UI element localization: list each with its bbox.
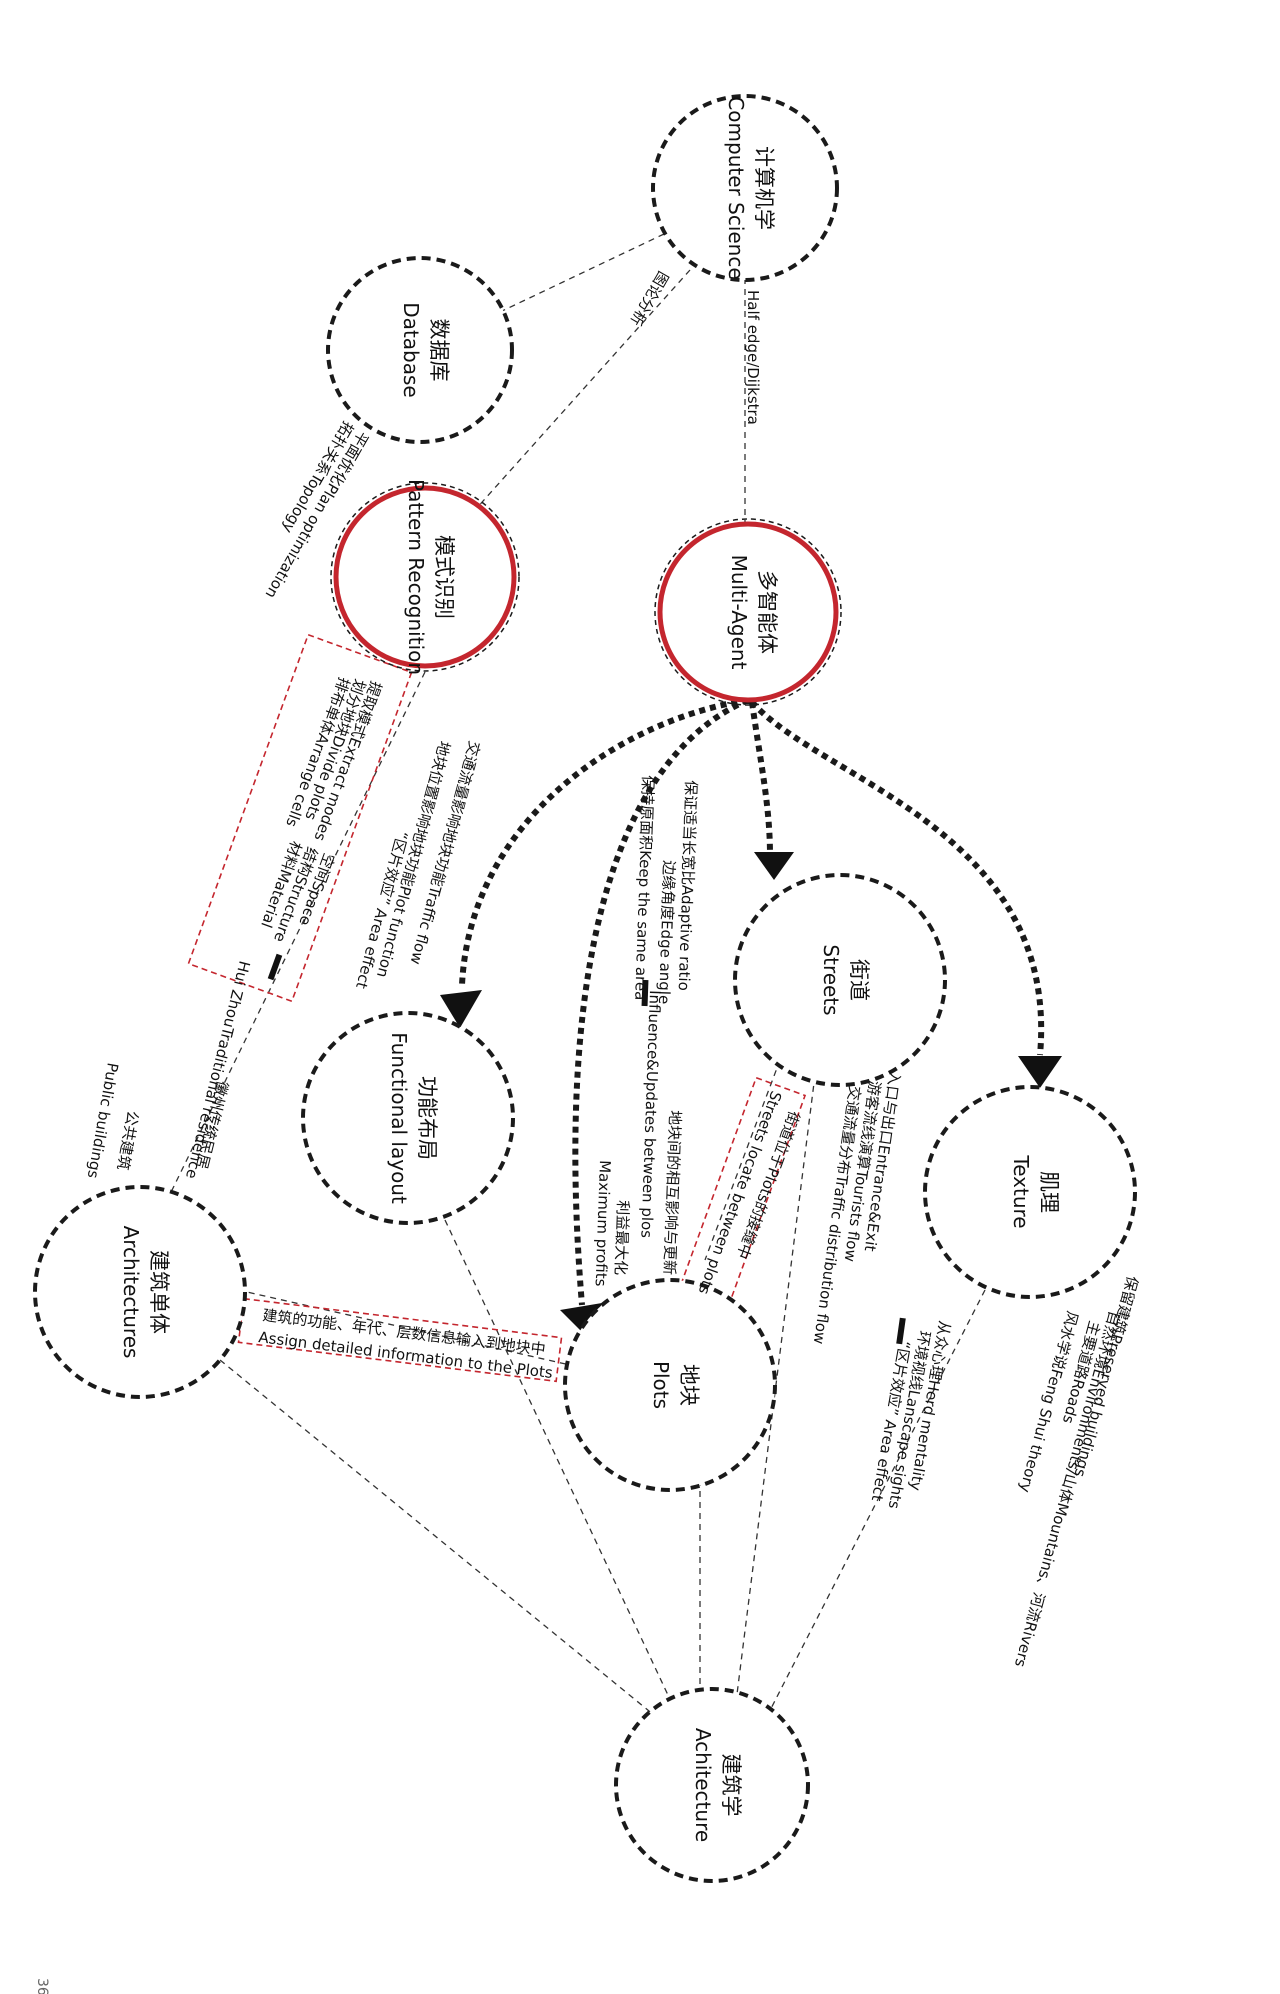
link-pattern-architectures <box>154 671 426 1226</box>
flow-to-streets <box>749 701 773 856</box>
node-texture[interactable]: 肌理 Texture <box>923 1085 1137 1299</box>
node-architectures[interactable]: 建筑单体 Architectures <box>33 1185 247 1399</box>
connector-lines <box>154 233 986 1731</box>
database-cn: 数据库 <box>427 319 451 382</box>
arrowhead-functional <box>440 990 482 1028</box>
bar-herd <box>896 1317 906 1345</box>
node-architecture[interactable]: 建筑学 Achitecture <box>614 1687 810 1883</box>
pattern-recognition-cn: 模式识别 <box>432 535 456 619</box>
node-pattern-recognition[interactable]: 模式识别 Pattern Recognition <box>330 479 520 675</box>
multi-agent-en: Multi-Agent <box>727 555 751 670</box>
label-same-area: 保持原面积Keep the same area <box>631 775 657 1001</box>
label-influence-2: Influence&Updates between plos <box>637 990 664 1239</box>
label-max-profit-en: Maximum profits <box>592 1160 614 1287</box>
flow-to-functional <box>459 697 749 986</box>
architectures-en: Architectures <box>119 1226 143 1359</box>
computer-science-en: Computer Science <box>724 96 748 279</box>
node-multi-agent[interactable]: 多智能体 Multi-Agent <box>654 518 842 706</box>
box-pattern-modes <box>187 633 413 1003</box>
node-computer-science[interactable]: 计算机学 Computer Science <box>651 94 839 282</box>
link-texture-arch <box>759 1289 986 1731</box>
architecture-en: Achitecture <box>691 1728 715 1842</box>
label-huizhou-en: Hui ZhouTraditional residence <box>182 959 254 1181</box>
label-adaptive-ratio: 保证适当长宽比Adaptive ratio <box>675 780 700 991</box>
label-edge-angle: 边缘角度Edge angle <box>655 860 678 1005</box>
label-half-edge: Half edge/Dijkstra <box>744 290 762 425</box>
bar-material <box>267 953 283 981</box>
link-streets-plots <box>704 1059 781 1261</box>
database-en: Database <box>399 302 423 397</box>
link-architectures-plots <box>237 1289 571 1366</box>
annotation-boxes <box>187 633 807 1383</box>
bar-same-area <box>641 979 649 1007</box>
label-public-cn: 公共建筑 <box>114 1109 142 1171</box>
node-plots[interactable]: 地块 Plots <box>563 1278 777 1492</box>
computer-science-cn: 计算机学 <box>752 146 776 230</box>
label-influence-1: 地块间的相互影响与更新 <box>660 1110 684 1276</box>
link-architectures-arch <box>219 1359 661 1721</box>
texture-en: Texture <box>1009 1154 1033 1228</box>
arrowhead-texture <box>1018 1056 1062 1088</box>
link-functional-arch <box>444 1219 676 1711</box>
arrowhead-streets <box>754 852 794 880</box>
link-cs-pattern <box>474 269 691 511</box>
texture-cn: 肌理 <box>1037 1171 1061 1213</box>
functional-layout-en: Functional layout <box>387 1032 411 1204</box>
node-streets[interactable]: 街道 Streets <box>733 873 947 1087</box>
architecture-cn: 建筑学 <box>719 1754 743 1817</box>
node-database[interactable]: 数据库 Database <box>326 256 514 444</box>
marker-bars <box>267 953 906 1345</box>
functional-layout-cn: 功能布局 <box>415 1076 439 1160</box>
streets-en: Streets <box>819 944 843 1015</box>
flow-to-texture <box>749 700 1045 1056</box>
label-max-profit-cn: 利益最大化 <box>611 1200 632 1276</box>
streets-cn: 街道 <box>847 959 871 1001</box>
multi-agent-cn: 多智能体 <box>755 570 779 654</box>
architectures-cn: 建筑单体 <box>147 1250 171 1334</box>
link-cs-database <box>499 233 665 313</box>
page-number: 36 <box>34 1978 50 1994</box>
plots-cn: 地块 <box>677 1364 701 1406</box>
box-streets-locate <box>679 1076 807 1304</box>
flow-to-plots <box>572 697 750 1306</box>
plots-en: Plots <box>649 1361 673 1409</box>
node-functional-layout[interactable]: 功能布局 Functional layout <box>301 1011 515 1225</box>
pattern-recognition-en: Pattern Recognition <box>404 479 428 675</box>
